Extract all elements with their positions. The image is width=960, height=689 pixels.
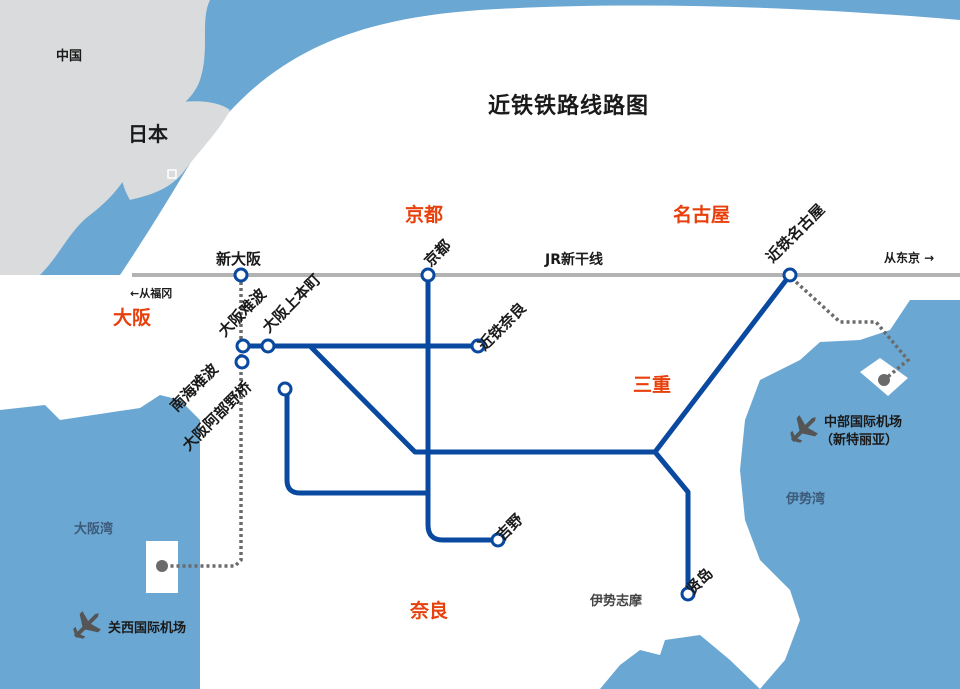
region-nara: 奈良 (410, 600, 449, 622)
region-kyoto: 京都 (405, 204, 444, 226)
inset-land (0, 0, 210, 275)
line-shima (652, 449, 691, 597)
station-nankai-namba[interactable] (234, 354, 250, 370)
chubu-airport-dot (878, 374, 890, 386)
station-kashikojima[interactable] (680, 586, 696, 602)
place-ise-shima: 伊势志摩 (590, 594, 643, 609)
nankai-dotted (163, 282, 243, 568)
line-kyoto (425, 272, 501, 543)
station-yoshino[interactable] (490, 532, 506, 548)
airport-chubu: 中部国际机场 (824, 415, 903, 430)
airport-chubu-sub: （新特丽亚） (820, 433, 899, 448)
water-osaka-bay: 大阪湾 (74, 522, 114, 537)
station-kintetsu-nara[interactable] (470, 338, 486, 354)
inset-marker (167, 169, 177, 179)
from-tokyo-note: 从东京 → (884, 251, 935, 265)
station-kintetsu-nagoya[interactable] (782, 267, 798, 283)
station-osaka-namba[interactable] (235, 338, 251, 354)
airport-kansai: 关西国际机场 (108, 621, 187, 636)
line-yoshino-west (284, 387, 431, 496)
country-label-china: 中国 (56, 49, 83, 64)
station-markers (233, 267, 798, 602)
ise-bay (740, 300, 960, 689)
kansai-airport-dot (156, 560, 168, 572)
region-osaka: 大阪 (113, 307, 152, 329)
line-osaka-nagoya (307, 272, 793, 455)
airplane-icon (73, 611, 101, 639)
from-fukuoka-note: ←从福冈 (130, 287, 173, 300)
station-osaka-abenobashi[interactable] (277, 381, 293, 397)
country-label-japan: 日本 (128, 122, 168, 146)
station-shin-osaka[interactable] (233, 267, 249, 283)
sea-top (0, 0, 960, 275)
region-mie: 三重 (633, 374, 672, 396)
airplane-icon (790, 415, 818, 443)
label-shin-osaka: 新大阪 (216, 250, 262, 268)
map-title: 近铁铁路线路图 (488, 94, 650, 119)
ise-bay-south (600, 635, 760, 689)
osaka-bay (0, 395, 200, 689)
kintetsu-lines (240, 272, 793, 597)
shinkansen-label: JR新干线 (545, 252, 603, 268)
station-osaka-uehommachi[interactable] (260, 338, 276, 354)
region-nagoya: 名古屋 (673, 204, 731, 226)
inset-island (119, 101, 230, 200)
station-kyoto[interactable] (420, 267, 436, 283)
water-ise-bay: 伊势湾 (786, 492, 826, 507)
